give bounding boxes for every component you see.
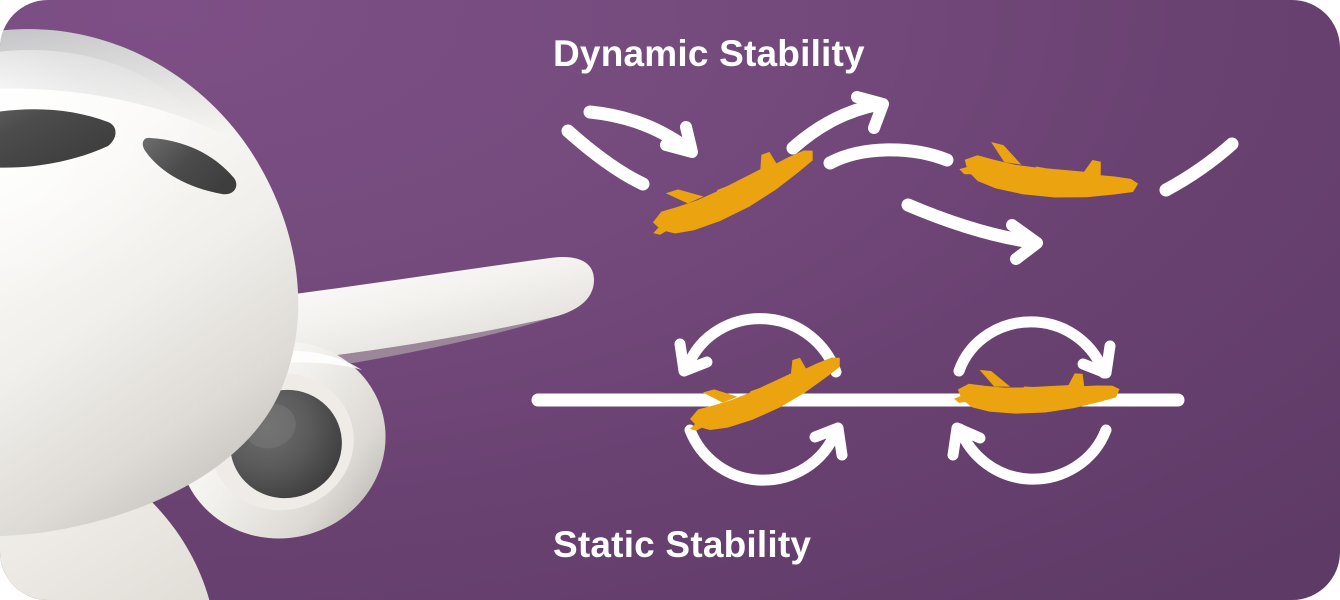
dynamic-dash-1 (561, 124, 650, 191)
dynamic-arrow-3-shaft (901, 198, 1039, 249)
dynamic-arrow-3-head (1006, 219, 1043, 265)
static-right-arc-bottom-head (947, 422, 986, 461)
dynamic-stability-title: Dynamic Stability (553, 33, 865, 74)
static-left-arc-top-head (674, 338, 713, 377)
static-group-left-arrows (674, 313, 848, 486)
static-plane-left (689, 357, 840, 431)
static-right-arc-top-head (1077, 340, 1116, 379)
dynamic-plane-1 (652, 150, 813, 235)
static-stability-title: Static Stability (553, 524, 812, 565)
static-right-arc-top (953, 316, 1110, 379)
static-right-arc-bottom (954, 423, 1112, 485)
static-left-arc-bottom-head (809, 422, 848, 461)
static-left-arc-bottom (684, 424, 842, 486)
dynamic-dash-2 (1159, 137, 1239, 197)
static-group-right-arrows (947, 316, 1116, 485)
dynamic-arrow-2-head (851, 91, 889, 134)
static-plane-right (953, 369, 1120, 414)
dynamic-plane-2 (959, 141, 1139, 198)
dynamic-arrow-1-head (660, 121, 698, 158)
dynamic-crest-arc (823, 143, 954, 170)
static-left-arc-top (681, 313, 842, 378)
